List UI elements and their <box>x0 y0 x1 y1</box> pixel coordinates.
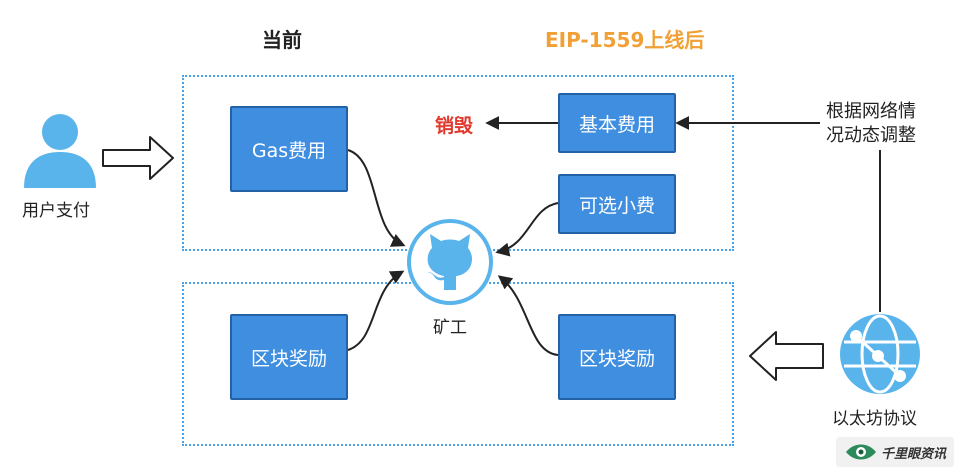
tip-to-miner-arrow <box>495 202 559 257</box>
heading-current: 当前 <box>262 28 302 52</box>
reward-right-to-miner-arrow <box>497 275 559 356</box>
burn-label: 销毁 <box>435 115 474 137</box>
ethereum-protocol-network-icon <box>840 314 920 394</box>
miner-cat-icon <box>407 219 493 305</box>
protocol-reward-hollow-arrow <box>749 331 824 381</box>
network-adjust-note: 根据网络情 况动态调整 <box>826 100 916 148</box>
gas-to-miner-arrow <box>347 149 406 247</box>
block-reward-box-right: 区块奖励 <box>558 314 676 400</box>
watermark-badge: 千里眼资讯 <box>836 437 954 467</box>
user-icon <box>24 114 96 188</box>
reward-left-to-miner-arrow <box>347 270 405 351</box>
optional-tip-box: 可选小费 <box>558 174 676 234</box>
ethereum-protocol-label: 以太坊协议 <box>832 409 917 429</box>
network-note-line1: 根据网络情 <box>826 101 916 122</box>
base-fee-box: 基本费用 <box>558 93 676 153</box>
user-pay-label: 用户支付 <box>22 201 90 221</box>
watermark-text: 千里眼资讯 <box>880 446 946 462</box>
heading-eip1559: EIP-1559上线后 <box>545 28 705 52</box>
network-note-line2: 况动态调整 <box>826 125 916 146</box>
gas-fee-box: Gas费用 <box>230 106 348 192</box>
block-reward-box-left: 区块奖励 <box>230 314 348 400</box>
miner-label: 矿工 <box>433 318 467 338</box>
user-pay-hollow-arrow <box>102 136 174 180</box>
watermark-eye-icon <box>846 444 876 460</box>
